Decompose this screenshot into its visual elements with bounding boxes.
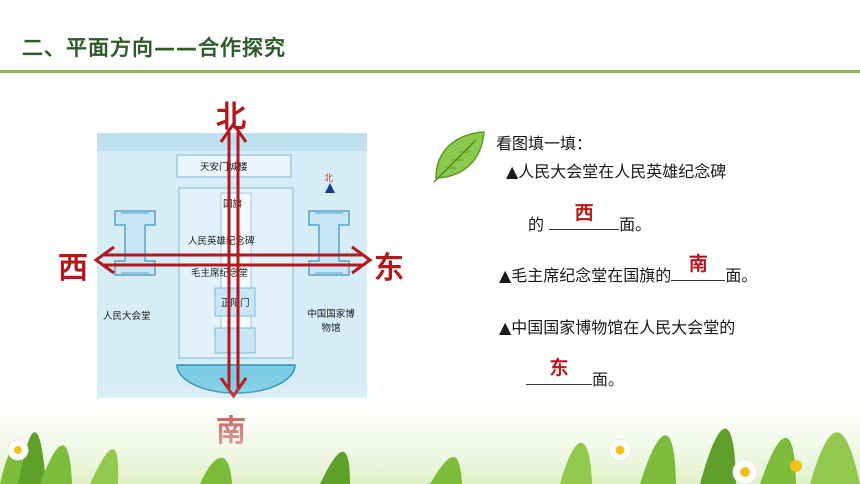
grass-decoration bbox=[0, 380, 860, 484]
header-divider bbox=[0, 70, 860, 73]
q1-line2: 的 西面。 bbox=[528, 202, 652, 235]
page-title: 二、平面方向——合作探究 bbox=[22, 36, 286, 60]
label-tiananmen: 天安门城楼 bbox=[200, 162, 248, 173]
q1-suffix: 面。 bbox=[619, 215, 652, 234]
q3-line1: ▲中国国家博物馆在人民大会堂的 bbox=[499, 318, 736, 337]
q1-blank[interactable]: 西 bbox=[549, 202, 620, 230]
map-north-label: 北 bbox=[324, 174, 334, 184]
q2-suffix: 面。 bbox=[725, 266, 758, 285]
square-map: 天安门城楼 国旗 人民英雄纪念碑 毛主席纪念堂 人民大会堂 中国国家博物馆 正阳… bbox=[97, 133, 367, 398]
label-flag: 国旗 bbox=[223, 199, 243, 210]
q1-prefix: 的 bbox=[528, 215, 545, 234]
q3-answer: 东 bbox=[549, 357, 569, 379]
direction-east: 东 bbox=[374, 251, 404, 286]
q2-line: ▲毛主席纪念堂在国旗的南面。 bbox=[499, 253, 758, 286]
direction-west: 西 bbox=[58, 251, 88, 286]
label-zhengyangmen: 正阳门 bbox=[221, 298, 250, 309]
q1-line1: ▲人民大会堂在人民英雄纪念碑 bbox=[506, 162, 727, 181]
q1-answer: 西 bbox=[574, 202, 594, 224]
label-monument: 人民英雄纪念碑 bbox=[188, 236, 255, 247]
q2-blank[interactable]: 南 bbox=[671, 253, 726, 281]
q2-prefix: ▲毛主席纪念堂在国旗的 bbox=[499, 266, 672, 285]
task-heading: 看图填一填： bbox=[496, 134, 593, 153]
map-drawing bbox=[97, 133, 367, 394]
label-mausoleum: 毛主席纪念堂 bbox=[191, 268, 249, 279]
label-museum: 中国国家博物馆 bbox=[307, 309, 355, 334]
direction-north: 北 bbox=[216, 100, 246, 135]
label-great-hall: 人民大会堂 bbox=[103, 311, 151, 322]
leaf-icon bbox=[433, 131, 485, 183]
q2-answer: 南 bbox=[688, 253, 708, 275]
